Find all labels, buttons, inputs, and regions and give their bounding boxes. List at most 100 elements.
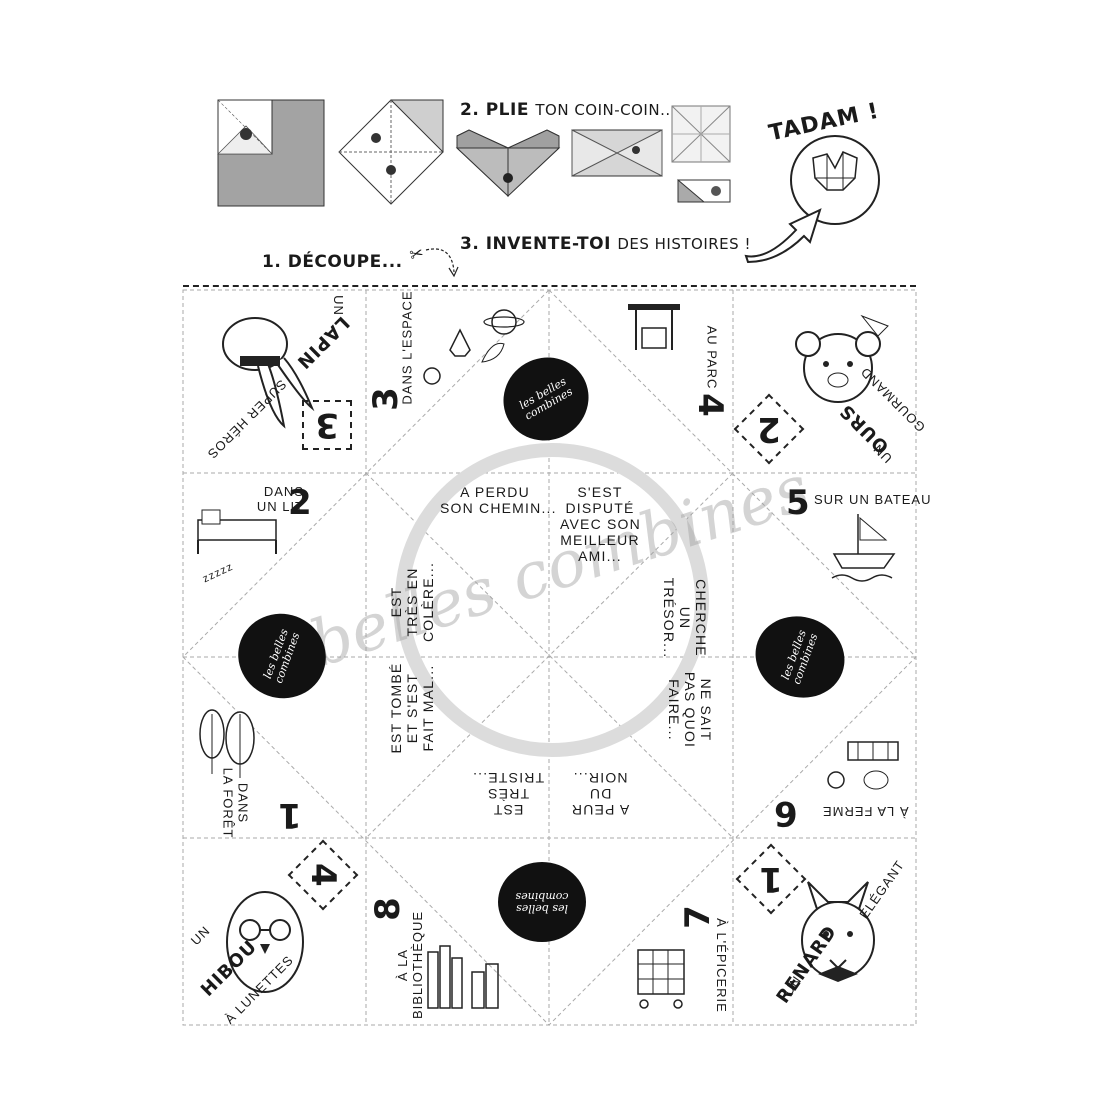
place-8: 8 À LA BIBLIOTHÈQUE bbox=[368, 842, 545, 1020]
place-2-line2: UN LIT bbox=[256, 499, 304, 514]
step-3-text: DES HISTOIRES ! bbox=[617, 235, 751, 253]
place-4: AU PARC 4 bbox=[556, 296, 731, 426]
fox-illustration bbox=[801, 881, 875, 982]
cut-line bbox=[183, 285, 916, 287]
place-5: 5 SUR UN BATEAU bbox=[738, 478, 931, 598]
place-7-text: À L'ÉPICERIE bbox=[713, 918, 729, 1013]
situation-2: S'EST DISPUTÉ AVEC SON MEILLEUR AMI... bbox=[560, 484, 640, 564]
farm-illustration bbox=[827, 741, 899, 790]
situation-2-line5: AMI... bbox=[578, 548, 622, 564]
fold-diagram-2 bbox=[338, 99, 444, 205]
situation-5: A PEUR DU NOIR... bbox=[560, 770, 640, 818]
situation-5-line3: NOIR... bbox=[572, 770, 628, 786]
situation-6-line1: EST bbox=[492, 802, 524, 818]
fold-diagram-6 bbox=[677, 178, 731, 203]
bear-illustration bbox=[795, 314, 889, 403]
place-2-text: DANS UN LIT bbox=[244, 484, 304, 514]
situation-6-line2: TRÈS bbox=[486, 786, 530, 802]
step-2-text: TON COIN-COIN... bbox=[535, 101, 676, 119]
situation-6: EST TRÈS TRISTE... bbox=[468, 770, 548, 818]
renard-number: 1 bbox=[759, 858, 783, 899]
step-2-label: 2. PLIE bbox=[460, 100, 529, 120]
step-3-title: 3. INVENTE-TOI DES HISTOIRES ! bbox=[460, 234, 751, 254]
corner-renard: 1 UN RENARD ÉLÉGANT bbox=[735, 842, 910, 1020]
corner-lapin: 3 UN LAPIN SUPER HÉROS bbox=[190, 295, 360, 466]
place-2: DANS UN LIT 2 zzzzz bbox=[190, 478, 360, 598]
rabbit-illustration bbox=[222, 317, 313, 429]
place-2-line1: DANS bbox=[263, 484, 304, 499]
cart-illustration bbox=[637, 949, 685, 1009]
dashed-arrow-icon bbox=[425, 248, 459, 278]
place-7: 7 À L'ÉPICERIE bbox=[556, 842, 731, 1020]
place-6-number: 6 bbox=[774, 793, 798, 833]
situation-3: CHERCHE UN TRÉSOR... bbox=[661, 573, 709, 663]
place-2-number: 2 bbox=[288, 483, 312, 523]
situation-3-line1: CHERCHE bbox=[693, 579, 709, 657]
zzz-label: zzzzz bbox=[200, 560, 236, 586]
fortune-teller-sketch bbox=[790, 135, 880, 225]
place-6-text: À LA FERME bbox=[822, 804, 909, 819]
place-4-number: 4 bbox=[689, 393, 730, 417]
place-8-text: À LA BIBLIOTHÈQUE bbox=[395, 911, 425, 1019]
place-3: 3 DANS L'ESPACE bbox=[365, 290, 545, 416]
situation-6-line3: TRISTE... bbox=[471, 770, 545, 786]
corner-ours: 2 UN OURS GOURMAND bbox=[733, 296, 928, 466]
situation-8-line2: TRÈS EN bbox=[404, 567, 420, 637]
curved-arrow-icon bbox=[744, 208, 822, 264]
place-8-line2: BIBLIOTHÈQUE bbox=[410, 910, 426, 1020]
situation-8-line1: EST bbox=[388, 586, 404, 618]
fold-diagram-5 bbox=[671, 105, 731, 163]
situation-2-line1: S'EST bbox=[577, 484, 623, 500]
corner-hibou: 4 UN HIBOU À LUNETTES bbox=[188, 839, 360, 1027]
situation-4: NE SAIT PAS QUOI FAIRE... bbox=[666, 670, 714, 750]
situation-4-line1: NE SAIT bbox=[698, 678, 714, 742]
step-3-label: 3. INVENTE-TOI bbox=[460, 234, 611, 254]
situation-3-line3: TRÉSOR... bbox=[661, 577, 677, 659]
place-1-line1: DANS bbox=[235, 782, 251, 824]
situation-7: EST TOMBÉ ET S'EST FAIT MAL... bbox=[388, 658, 436, 758]
situation-7-line1: EST TOMBÉ bbox=[388, 662, 404, 754]
place-5-text: SUR UN BATEAU bbox=[814, 492, 932, 507]
place-1: DANS LA FORÊT 1 bbox=[190, 700, 360, 838]
rocket-illustration bbox=[423, 309, 525, 385]
place-7-number: 7 bbox=[677, 905, 718, 929]
place-3-text: DANS L'ESPACE bbox=[399, 290, 415, 405]
situation-3-line2: UN bbox=[677, 606, 693, 630]
step-1-title: 1. DÉCOUPE... bbox=[262, 252, 403, 272]
place-4-text: AU PARC bbox=[704, 325, 720, 390]
place-1-text: DANS LA FORÊT bbox=[220, 768, 250, 839]
place-1-number: 1 bbox=[278, 795, 302, 835]
situation-4-line3: FAIRE... bbox=[666, 679, 682, 741]
lapin-number: 3 bbox=[315, 405, 339, 445]
situation-7-line2: ET S'EST bbox=[404, 672, 420, 744]
situation-8: EST TRÈS EN COLÈRE... bbox=[388, 562, 436, 642]
bed-illustration bbox=[197, 509, 277, 554]
step-2-title: 2. PLIE TON COIN-COIN... bbox=[460, 100, 676, 120]
fold-diagram-4 bbox=[571, 129, 663, 177]
situation-8-line3: COLÈRE... bbox=[420, 561, 436, 642]
situation-2-line3: AVEC SON bbox=[560, 516, 641, 532]
place-3-number: 3 bbox=[365, 387, 406, 411]
situation-1-line1: A PERDU bbox=[460, 484, 530, 500]
boat-illustration bbox=[831, 514, 896, 582]
owl-illustration bbox=[226, 891, 304, 993]
situation-2-line4: MEILLEUR bbox=[560, 532, 640, 548]
fold-diagram-1 bbox=[217, 99, 325, 207]
situation-7-line3: FAIT MAL... bbox=[420, 664, 436, 752]
fold-diagram-3 bbox=[455, 129, 561, 198]
situation-5-line2: DU bbox=[588, 786, 612, 802]
situation-4-line2: PAS QUOI bbox=[682, 671, 698, 749]
place-8-line1: À LA bbox=[395, 948, 411, 982]
books-illustration bbox=[427, 945, 499, 1009]
situation-5-line1: A PEUR bbox=[570, 802, 630, 818]
ours-number: 2 bbox=[757, 408, 781, 449]
swing-illustration bbox=[628, 304, 680, 350]
place-5-number: 5 bbox=[786, 483, 810, 523]
situation-1: A PERDU SON CHEMIN... bbox=[440, 484, 556, 516]
hibou-number: 4 bbox=[302, 863, 343, 887]
place-1-line2: LA FORÊT bbox=[220, 767, 236, 839]
situation-2-line2: DISPUTÉ bbox=[565, 500, 635, 516]
lapin-number-box: 3 bbox=[302, 400, 352, 450]
forest-illustration bbox=[199, 709, 255, 778]
